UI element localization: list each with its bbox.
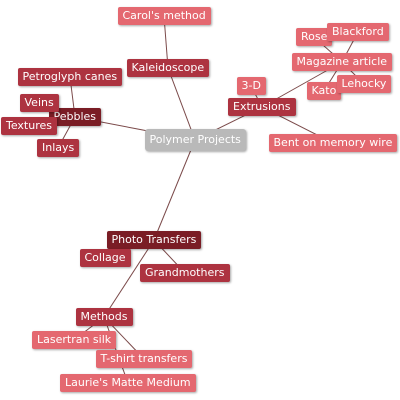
node-blackford[interactable]: Blackford [327, 23, 389, 41]
link-photo-transfers-methods [103, 239, 155, 318]
node-methods[interactable]: Methods [75, 308, 133, 326]
node-collage[interactable]: Collage [79, 249, 131, 267]
node-veins[interactable]: Veins [19, 94, 59, 112]
node-root[interactable]: Polymer Projects [144, 129, 246, 151]
node-kato[interactable]: Kato [306, 82, 342, 100]
node-laurie-matte-medium[interactable]: Laurie's Matte Medium [60, 374, 196, 392]
node-grandmothers[interactable]: Grandmothers [140, 264, 230, 282]
node-lehocky[interactable]: Lehocky [336, 75, 392, 93]
node-bent-on-memory-wire[interactable]: Bent on memory wire [268, 134, 398, 152]
node-pebbles[interactable]: Pebbles [48, 108, 102, 126]
link-root-kaleidoscope [167, 67, 196, 141]
node-textures[interactable]: Textures [1, 117, 57, 135]
node-rose[interactable]: Rose [296, 28, 333, 46]
node-photo-transfers[interactable]: Photo Transfers [106, 231, 202, 249]
node-extrusions[interactable]: Extrusions [228, 98, 296, 116]
node-3d[interactable]: 3-D [236, 77, 266, 95]
node-kaleidoscope[interactable]: Kaleidoscope [126, 59, 210, 77]
node-inlays[interactable]: Inlays [37, 139, 80, 157]
node-carols-method[interactable]: Carol's method [117, 7, 211, 25]
node-lasertran-silk[interactable]: Lasertran silk [32, 331, 117, 349]
link-root-photo-transfers [153, 139, 196, 241]
node-t-shirt-transfers[interactable]: T-shirt transfers [95, 350, 193, 368]
node-magazine-article[interactable]: Magazine article [291, 53, 393, 71]
node-petroglyph-canes[interactable]: Petroglyph canes [17, 68, 123, 86]
